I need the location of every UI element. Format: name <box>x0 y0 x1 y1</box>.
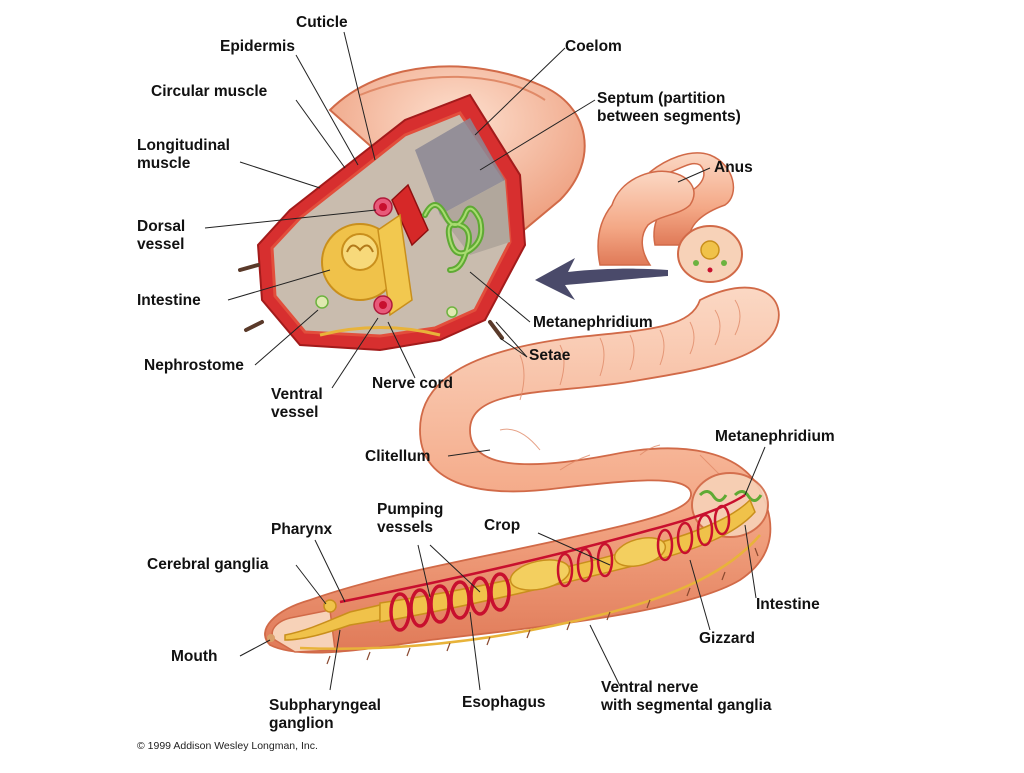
label-esophagus: Esophagus <box>462 694 546 711</box>
label-pumping-vessels: Pumping vessels <box>377 501 444 536</box>
label-septum: Septum (partition between segments) <box>597 90 741 125</box>
label-circular-muscle: Circular muscle <box>151 83 268 100</box>
label-cuticle: Cuticle <box>296 14 348 31</box>
label-longitudinal-muscle: Longitudinal muscle <box>137 137 230 172</box>
label-intestine-cross-section: Intestine <box>137 292 201 309</box>
label-setae: Setae <box>529 347 571 364</box>
label-metanephridium-cross-section: Metanephridium <box>533 314 653 331</box>
cross-section-body <box>238 65 586 352</box>
label-nephrostome: Nephrostome <box>144 357 244 374</box>
label-subpharyngeal-ganglion: Subpharyngeal ganglion <box>269 697 381 732</box>
leader-lines <box>204 31 766 691</box>
label-ventral-nerve: Ventral nerve with segmental ganglia <box>601 679 772 714</box>
label-crop: Crop <box>484 517 521 534</box>
label-ventral-vessel: Ventral vessel <box>271 386 323 421</box>
direction-arrow <box>535 258 668 300</box>
label-anus: Anus <box>714 159 753 176</box>
copyright-credit: © 1999 Addison Wesley Longman, Inc. <box>137 740 318 752</box>
label-mouth: Mouth <box>171 648 218 665</box>
label-clitellum: Clitellum <box>365 448 431 465</box>
label-gizzard: Gizzard <box>699 630 755 647</box>
label-metanephridium-body: Metanephridium <box>715 428 835 445</box>
label-cerebral-ganglia: Cerebral ganglia <box>147 556 269 573</box>
label-epidermis: Epidermis <box>220 38 295 55</box>
worm-body <box>264 152 780 665</box>
label-nerve-cord: Nerve cord <box>372 375 453 392</box>
label-coelom: Coelom <box>565 38 622 55</box>
label-dorsal-vessel: Dorsal vessel <box>137 218 186 253</box>
label-pharynx: Pharynx <box>271 521 333 538</box>
label-intestine-body: Intestine <box>756 596 820 613</box>
